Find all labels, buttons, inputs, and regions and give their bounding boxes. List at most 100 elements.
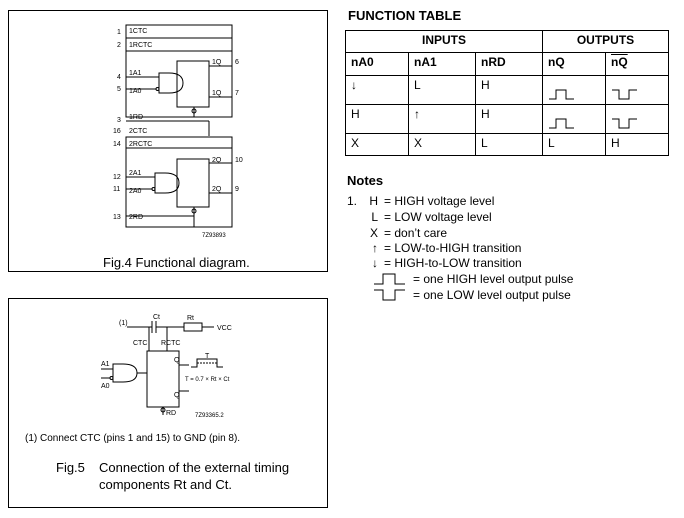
col-a0: nA0	[345, 52, 409, 76]
low-pulse-icon	[612, 89, 637, 100]
col-rd: nRD	[475, 52, 543, 76]
pin-9-num: 9	[235, 186, 239, 193]
cell-q-pulse-high	[542, 104, 606, 134]
pin-7-num: 7	[235, 90, 239, 97]
notes-title: Notes	[347, 173, 384, 188]
note-symbol: L	[371, 210, 378, 224]
pin-4-num: 4	[117, 74, 121, 81]
cell-rd: H	[475, 75, 543, 105]
pin-7-label: 1Q	[212, 90, 222, 97]
cell-qbar-pulse-low	[605, 104, 669, 134]
pin-16-num: 16	[113, 128, 121, 135]
ic-block-1	[125, 24, 233, 118]
cell-a1: X	[408, 133, 476, 156]
note-number: 1.	[347, 194, 358, 208]
pin-6-num: 6	[235, 59, 239, 66]
fig5-rt-label: Rt	[187, 315, 194, 322]
pin-11-num: 11	[113, 186, 120, 193]
fig4-caption: Fig.4 Functional diagram.	[103, 255, 250, 270]
note-text: = HIGH-to-LOW transition	[384, 256, 522, 270]
pin-4-label: 1A1	[129, 70, 142, 77]
pin-6-label: 1Q	[212, 59, 222, 66]
pin-9-label: 2Q	[212, 186, 222, 193]
note-symbol: ↓	[372, 256, 378, 270]
pin-3-label: 1RD	[129, 114, 143, 121]
table-row: X X L L H	[345, 133, 669, 156]
fig5-code: 7Z93365.2	[195, 413, 224, 419]
table-row: ↓ L H	[345, 75, 669, 105]
pin-11-label: 2A0	[129, 188, 142, 195]
fig5-qbar-label: Q	[174, 392, 180, 399]
fig5-ct-label: Ct	[153, 314, 160, 321]
pin-2-num: 2	[117, 42, 121, 49]
cell-rd: L	[475, 133, 543, 156]
cell-a1: ↑	[408, 104, 476, 134]
fig5-panel: (1) Ct Rt VCC CTC RCTC A1 A0 Q Q RD T T …	[8, 298, 328, 508]
pin-1-label: 1CTC	[129, 28, 147, 35]
function-table-title: FUNCTION TABLE	[348, 8, 462, 23]
low-pulse-icon	[374, 289, 405, 301]
fig5-t-label: T	[205, 353, 210, 360]
pin-14-num: 14	[113, 141, 121, 148]
high-pulse-icon	[374, 273, 405, 285]
high-pulse-icon	[549, 118, 574, 129]
pin-10-num: 10	[235, 157, 243, 164]
note-text: = don’t care	[384, 226, 448, 240]
note-symbol: X	[369, 226, 378, 240]
cell-rd: H	[475, 104, 543, 134]
cell-q-pulse-high	[542, 75, 606, 105]
fig4-panel: 1 1CTC 2 1RCTC 4 1A1 5 1A0 3 1RD 1Q 6 1Q…	[8, 10, 328, 272]
note-symbol: H	[369, 194, 378, 208]
fig4-code: 7Z93893	[202, 233, 226, 239]
ic-block-2	[125, 136, 233, 228]
function-table: INPUTS OUTPUTS nA0 nA1 nRD nQ nQ ↓ L H H…	[345, 30, 669, 156]
note-text-low-pulse: = one LOW level output pulse	[413, 288, 571, 302]
col-a1: nA1	[408, 52, 476, 76]
pin-12-num: 12	[113, 174, 121, 181]
col-qbar: nQ	[605, 52, 669, 76]
note-text: = LOW-to-HIGH transition	[384, 241, 522, 255]
pin-14-label: 2RCTC	[129, 141, 152, 148]
note-text: = HIGH voltage level	[384, 194, 495, 208]
fig5-caption-number: Fig.5	[56, 460, 85, 475]
fig5-a1-label: A1	[101, 361, 110, 368]
col-q: nQ	[542, 52, 606, 76]
cell-qbar: H	[605, 133, 669, 156]
pin-1-num: 1	[117, 29, 121, 36]
fig5-footnote: (1) Connect CTC (pins 1 and 15) to GND (…	[25, 433, 241, 444]
fig5-formula: T = 0.7 × Rt × Ct	[185, 377, 230, 383]
pin-16-label: 2CTC	[129, 128, 147, 135]
pin-5-label: 1A0	[129, 88, 142, 95]
fig5-rctc-label: RCTC	[161, 340, 180, 347]
cell-a0: ↓	[345, 75, 409, 105]
fig5-q-label: Q	[174, 357, 180, 364]
note-text-high-pulse: = one HIGH level output pulse	[413, 272, 574, 286]
cell-a1: L	[408, 75, 476, 105]
outputs-header: OUTPUTS	[542, 30, 669, 53]
fig5-a0-label: A0	[101, 383, 110, 390]
fig5-caption-text: Connection of the external timing compon…	[99, 460, 290, 492]
pin-13-label: 2RD	[129, 214, 143, 221]
pin-12-label: 2A1	[129, 170, 142, 177]
pin-2-label: 1RCTC	[129, 42, 152, 49]
fig5-rd-label: RD	[166, 410, 176, 417]
inputs-header: INPUTS	[345, 30, 543, 53]
fig4-diagram: 1 1CTC 2 1RCTC 4 1A1 5 1A0 3 1RD 1Q 6 1Q…	[113, 24, 243, 239]
note-symbol: ↑	[372, 241, 378, 255]
cell-a0: X	[345, 133, 409, 156]
table-row: H ↑ H	[345, 104, 669, 134]
pin-3-num: 3	[117, 117, 121, 124]
pin-5-num: 5	[117, 86, 121, 93]
cell-qbar-pulse-low	[605, 75, 669, 105]
cell-a0: H	[345, 104, 409, 134]
high-pulse-icon	[549, 89, 574, 100]
fig5-ctc-label: CTC	[133, 340, 147, 347]
fig5-diagram: (1) Ct Rt VCC CTC RCTC A1 A0 Q Q RD T T …	[101, 314, 232, 419]
cell-q: L	[542, 133, 606, 156]
fig5-vcc-label: VCC	[217, 325, 232, 332]
pin-10-label: 2Q	[212, 157, 222, 164]
fig5-note-marker: (1)	[119, 320, 128, 327]
note-text: = LOW voltage level	[384, 210, 492, 224]
pin-13-num: 13	[113, 214, 121, 221]
low-pulse-icon	[612, 118, 637, 129]
